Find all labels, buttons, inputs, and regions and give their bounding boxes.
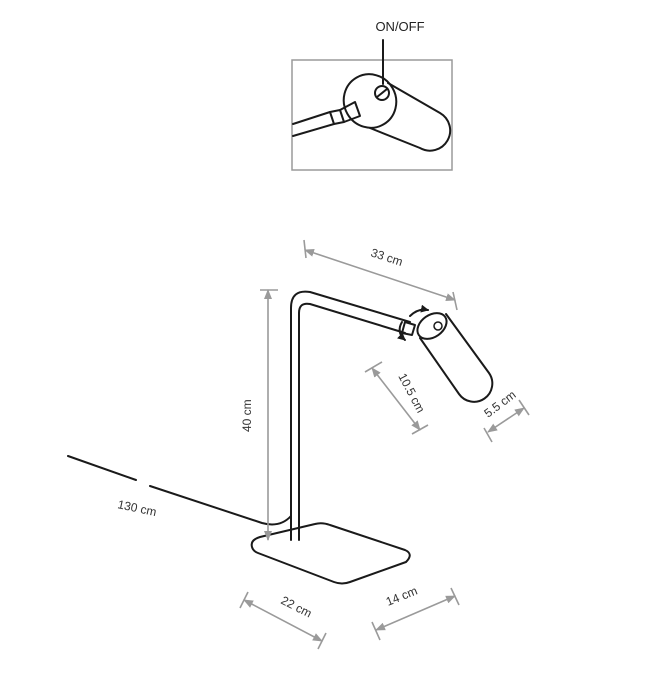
dimension-labels: 33 cm 40 cm 10.5 cm 5.5 cm 130 cm 22 cm … <box>116 246 518 621</box>
lamp-head <box>416 312 494 403</box>
inset-frame <box>291 59 453 171</box>
switch-detail-inset: ON/OFF <box>291 19 453 171</box>
lamp-head-closeup <box>342 73 452 152</box>
lamp-drawing <box>67 290 494 585</box>
cable <box>67 455 137 481</box>
switch-label: ON/OFF <box>375 19 424 34</box>
lamp-base <box>250 522 411 585</box>
dimension-lines <box>239 239 530 650</box>
base-width-label: 14 cm <box>384 584 420 609</box>
cable-length-label: 130 cm <box>116 497 157 519</box>
height-label: 40 cm <box>240 399 254 432</box>
switch-screw-icon <box>374 85 390 101</box>
head-length-label: 10.5 cm <box>395 371 427 415</box>
arm-length-label: 33 cm <box>369 246 404 269</box>
base-length-label: 22 cm <box>279 593 314 620</box>
screwdriver-icon <box>292 101 361 137</box>
